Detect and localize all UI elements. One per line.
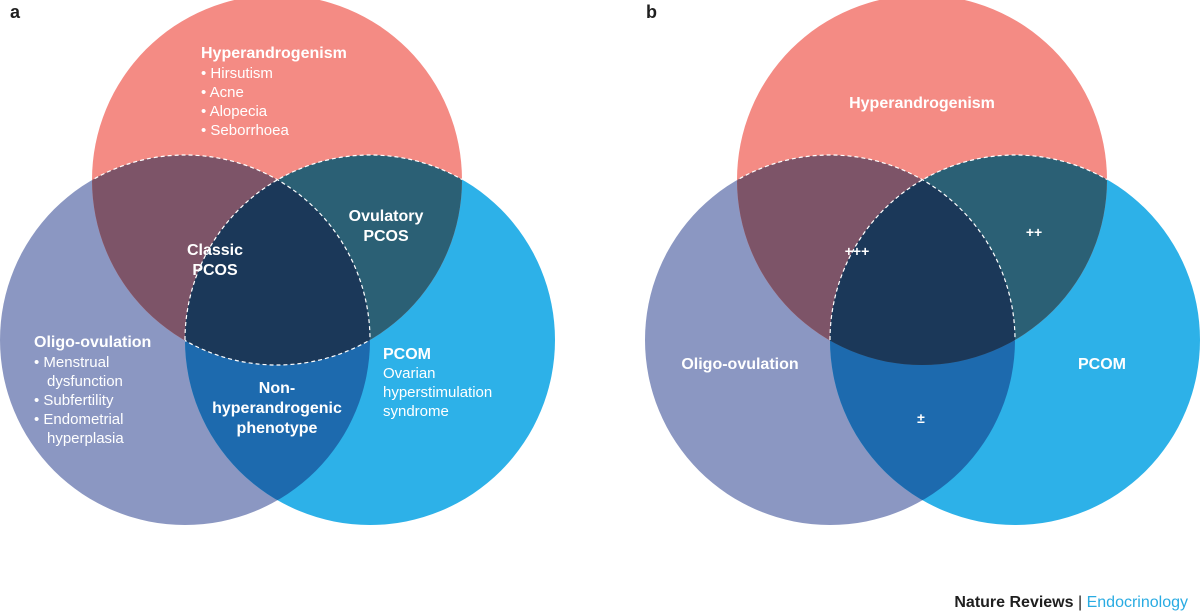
a-oligo-item: • Endometrial	[34, 411, 123, 428]
b-oligo-pcom-symbol: ±	[917, 410, 925, 426]
a-hyper-item: • Hirsutism	[201, 65, 273, 82]
b-pcom-label: PCOM	[1078, 356, 1126, 373]
b-dash-pcom-arc	[829, 154, 1107, 365]
a-classic-pcos-label: Classic	[187, 242, 243, 259]
a-oligo-item: • Menstrual	[34, 354, 109, 371]
journal-name: Endocrinology	[1086, 594, 1188, 611]
panel-a-venn: Hyperandrogenism • Hirsutism • Acne • Al…	[0, 0, 555, 525]
a-hyper-item: • Acne	[201, 84, 244, 101]
b-hyper-pcom-symbol: ++	[1026, 224, 1042, 240]
a-hyperandrogenism-title: Hyperandrogenism	[201, 45, 347, 62]
a-pcom-title: PCOM	[383, 346, 431, 363]
a-oligo-item: • Subfertility	[34, 392, 114, 409]
a-non-hyperandrogenic-label: Non-	[259, 380, 295, 397]
panel-b-venn: Hyperandrogenism Oligo-ovulation PCOM ++…	[645, 0, 1200, 525]
journal-credit: Nature Reviews | Endocrinology	[954, 594, 1188, 612]
a-ovulatory-pcos-label: PCOS	[363, 228, 409, 245]
a-oligo-title: Oligo-ovulation	[34, 334, 151, 351]
a-dash-pcom-arc	[184, 154, 462, 365]
b-hyperandrogenism-label: Hyperandrogenism	[849, 95, 995, 112]
a-hyper-item: • Alopecia	[201, 103, 268, 120]
a-non-hyperandrogenic-label: phenotype	[237, 420, 318, 437]
a-oligo-item: dysfunction	[47, 373, 123, 390]
panel-b-label: b	[646, 2, 657, 22]
a-pcom-item: syndrome	[383, 403, 449, 420]
a-classic-pcos-label: PCOS	[192, 262, 238, 279]
a-region-all-three	[185, 155, 370, 365]
b-region-all-three	[830, 155, 1015, 365]
a-pcom-item: hyperstimulation	[383, 384, 492, 401]
a-non-hyperandrogenic-label: hyperandrogenic	[212, 400, 342, 417]
a-oligo-item: hyperplasia	[47, 430, 124, 447]
a-hyper-item: • Seborrhoea	[201, 122, 289, 139]
a-ovulatory-pcos-label: Ovulatory	[349, 208, 424, 225]
publisher-name: Nature Reviews	[954, 594, 1074, 611]
credit-separator: |	[1077, 594, 1083, 611]
a-pcom-item: Ovarian	[383, 365, 436, 382]
b-hyper-oligo-symbol: +++	[845, 243, 870, 259]
panel-a-label: a	[10, 2, 21, 22]
b-oligo-label: Oligo-ovulation	[681, 356, 798, 373]
a-dash-hyper-arc	[185, 155, 370, 366]
